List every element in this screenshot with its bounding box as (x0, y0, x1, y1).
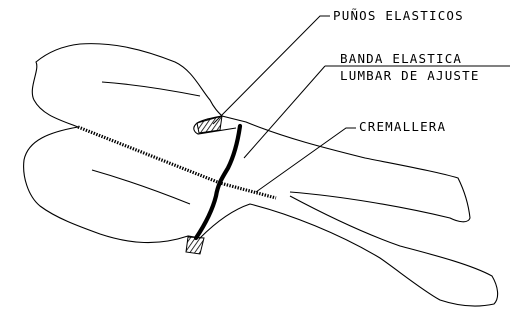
punos-elasticos-label: PUÑOS ELASTICOS (333, 8, 464, 23)
lower-garment-outline (23, 126, 499, 307)
upper-crease-line (101, 81, 201, 97)
upper-elastic-cuff (196, 115, 223, 134)
upper-cuff-outline (193, 115, 237, 135)
punos-leader (212, 15, 330, 125)
lower-crease-line (91, 169, 191, 205)
banda-leader (243, 65, 326, 159)
cremallera-label: CREMALLERA (359, 119, 447, 134)
cremallera-leader (255, 127, 356, 193)
zipper-line (77, 125, 277, 200)
elastic-waistband (193, 123, 243, 241)
banda-elastica-label: BANDA ELASTICA (340, 51, 463, 66)
lumbar-de-ajuste-label: LUMBAR DE AJUSTE (340, 68, 480, 83)
